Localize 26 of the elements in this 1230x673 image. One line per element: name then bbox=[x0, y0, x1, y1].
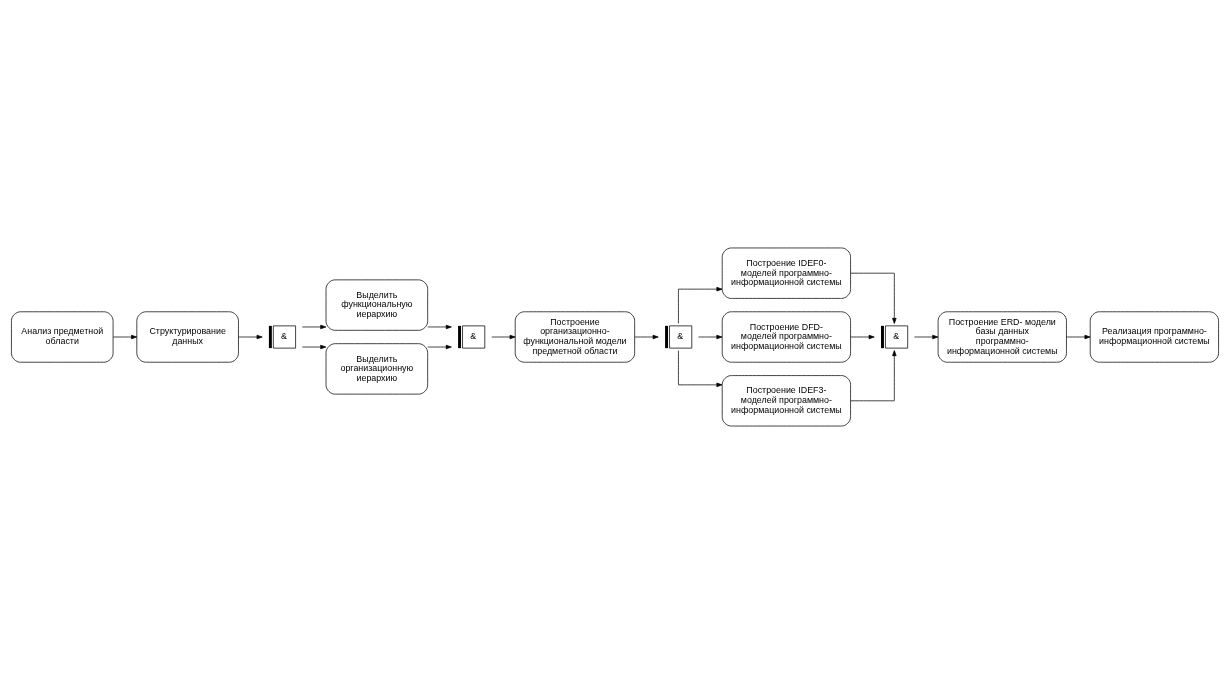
arrow bbox=[427, 344, 452, 349]
arrow bbox=[634, 334, 659, 339]
arrow bbox=[914, 334, 939, 339]
arrow bbox=[112, 334, 138, 339]
arrow bbox=[427, 324, 452, 329]
arrow bbox=[678, 349, 723, 387]
node-box: Структурирование данных bbox=[136, 310, 239, 363]
node-box: Анализ предметной области bbox=[11, 310, 114, 363]
arrow bbox=[238, 334, 263, 339]
node-box: Выделить функциональную иерархию bbox=[325, 279, 429, 331]
arrow bbox=[850, 334, 875, 339]
node-box: Построение IDEF3- моделей программно- информационной системы bbox=[721, 374, 851, 426]
arrow bbox=[1066, 334, 1091, 339]
arrow bbox=[850, 349, 897, 401]
node-box: Построение организационно- функциональной модели предметной области bbox=[514, 310, 636, 363]
node-box: Выделить организационную иерархию bbox=[325, 342, 429, 394]
node-box: Реализация программно- информационной системы bbox=[1089, 310, 1219, 363]
node-box: Построение IDEF0- моделей программно- информационной системы bbox=[721, 247, 851, 299]
arrow bbox=[698, 334, 723, 339]
node-box: Построение ERD- модели базы данных программно- информационной системы bbox=[937, 310, 1067, 363]
arrow bbox=[850, 272, 897, 324]
node-box: Построение DFD- моделей программно- информационной системы bbox=[721, 310, 851, 363]
arrow bbox=[301, 324, 327, 329]
arrow bbox=[678, 286, 723, 324]
arrow bbox=[491, 334, 516, 339]
arrow bbox=[301, 344, 327, 349]
